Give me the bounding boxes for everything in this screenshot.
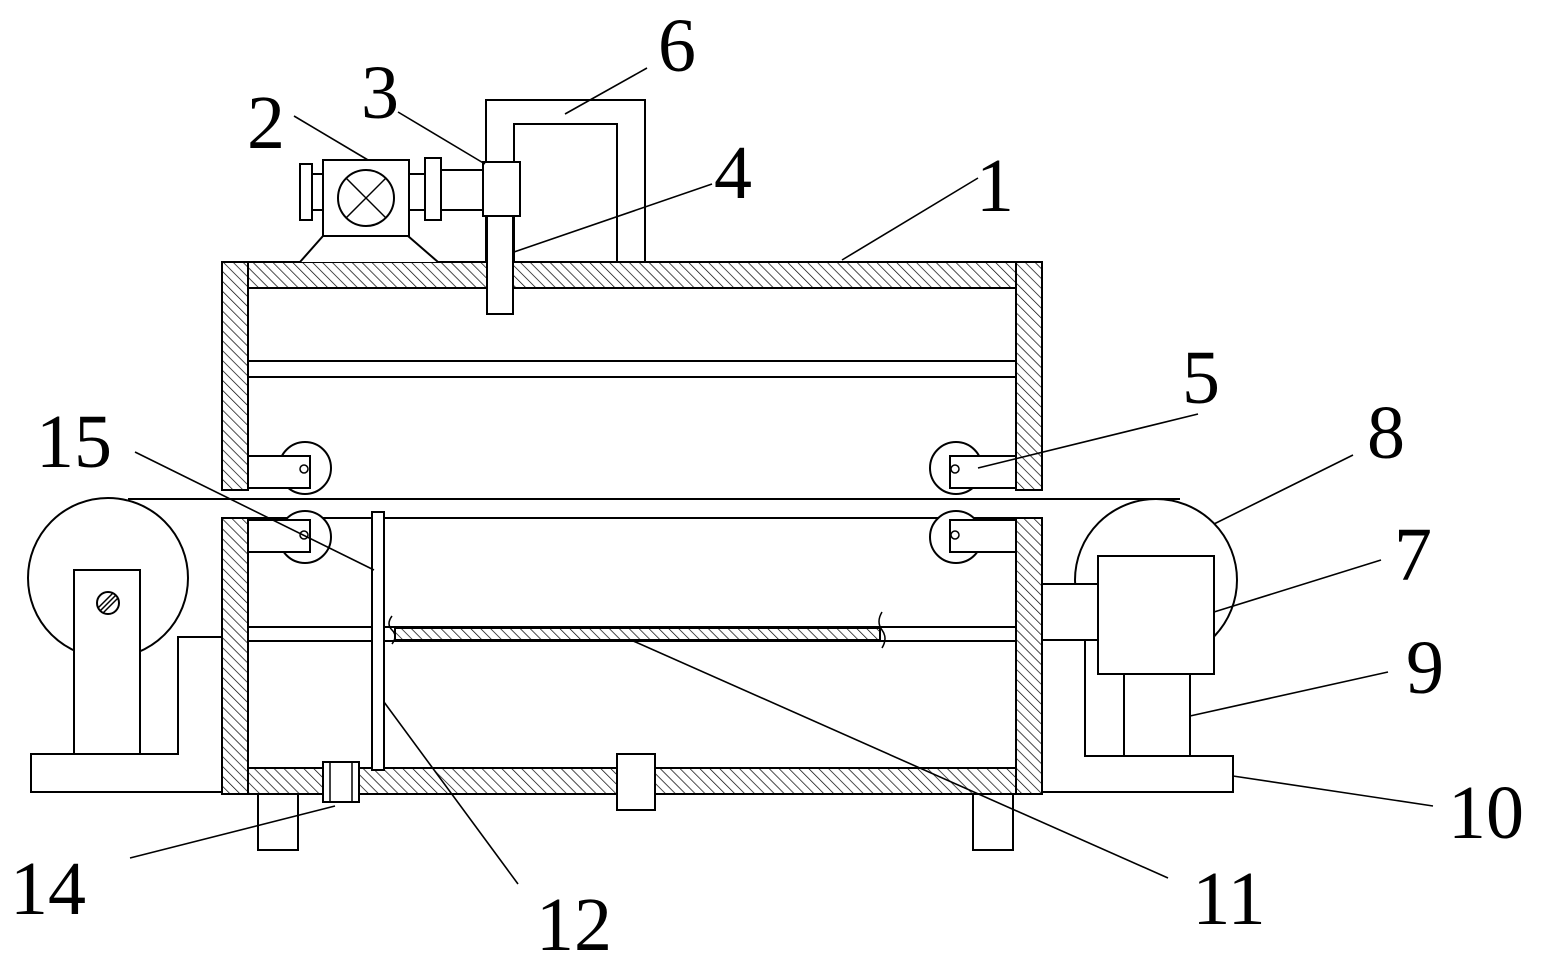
callout-3: 3 (361, 51, 399, 135)
callout-labels: 1 2 3 4 5 6 7 8 9 10 11 12 14 15 (10, 4, 1524, 965)
right-rollers (929, 441, 1017, 564)
scraper-plate (371, 511, 385, 771)
callout-2: 2 (247, 81, 285, 165)
leader-lines (129, 67, 1434, 885)
housing-right-wall-upper (1015, 261, 1043, 491)
housing-top-wall (221, 261, 1043, 289)
callout-11: 11 (1192, 857, 1265, 941)
housing-right-wall-lower (1015, 517, 1043, 795)
callout-8: 8 (1367, 391, 1405, 475)
top-assembly (299, 99, 646, 315)
callout-7: 7 (1394, 513, 1432, 597)
callout-1: 1 (976, 144, 1014, 228)
right-drive-assembly (1041, 498, 1238, 793)
callout-12: 12 (536, 883, 612, 965)
housing-left-wall-upper (221, 261, 249, 491)
callout-15: 15 (36, 400, 112, 484)
upper-plate (247, 360, 1017, 378)
left-rollers (247, 441, 332, 564)
left-leg (257, 793, 299, 851)
housing-left-wall-lower (221, 517, 249, 795)
drain-block (616, 753, 656, 811)
break-mark-left (388, 615, 396, 645)
screw-rod (394, 627, 881, 641)
callout-9: 9 (1406, 626, 1444, 710)
housing (221, 261, 1043, 795)
break-mark-right (878, 611, 886, 649)
left-reel-assembly (27, 497, 223, 793)
callout-14: 14 (10, 847, 86, 931)
callout-4: 4 (714, 131, 752, 215)
callout-10: 10 (1448, 771, 1524, 855)
bottom-valve (322, 761, 360, 803)
right-leg (972, 793, 1014, 851)
pump-base (299, 235, 439, 263)
callout-5: 5 (1182, 336, 1220, 420)
callout-6: 6 (658, 4, 696, 88)
